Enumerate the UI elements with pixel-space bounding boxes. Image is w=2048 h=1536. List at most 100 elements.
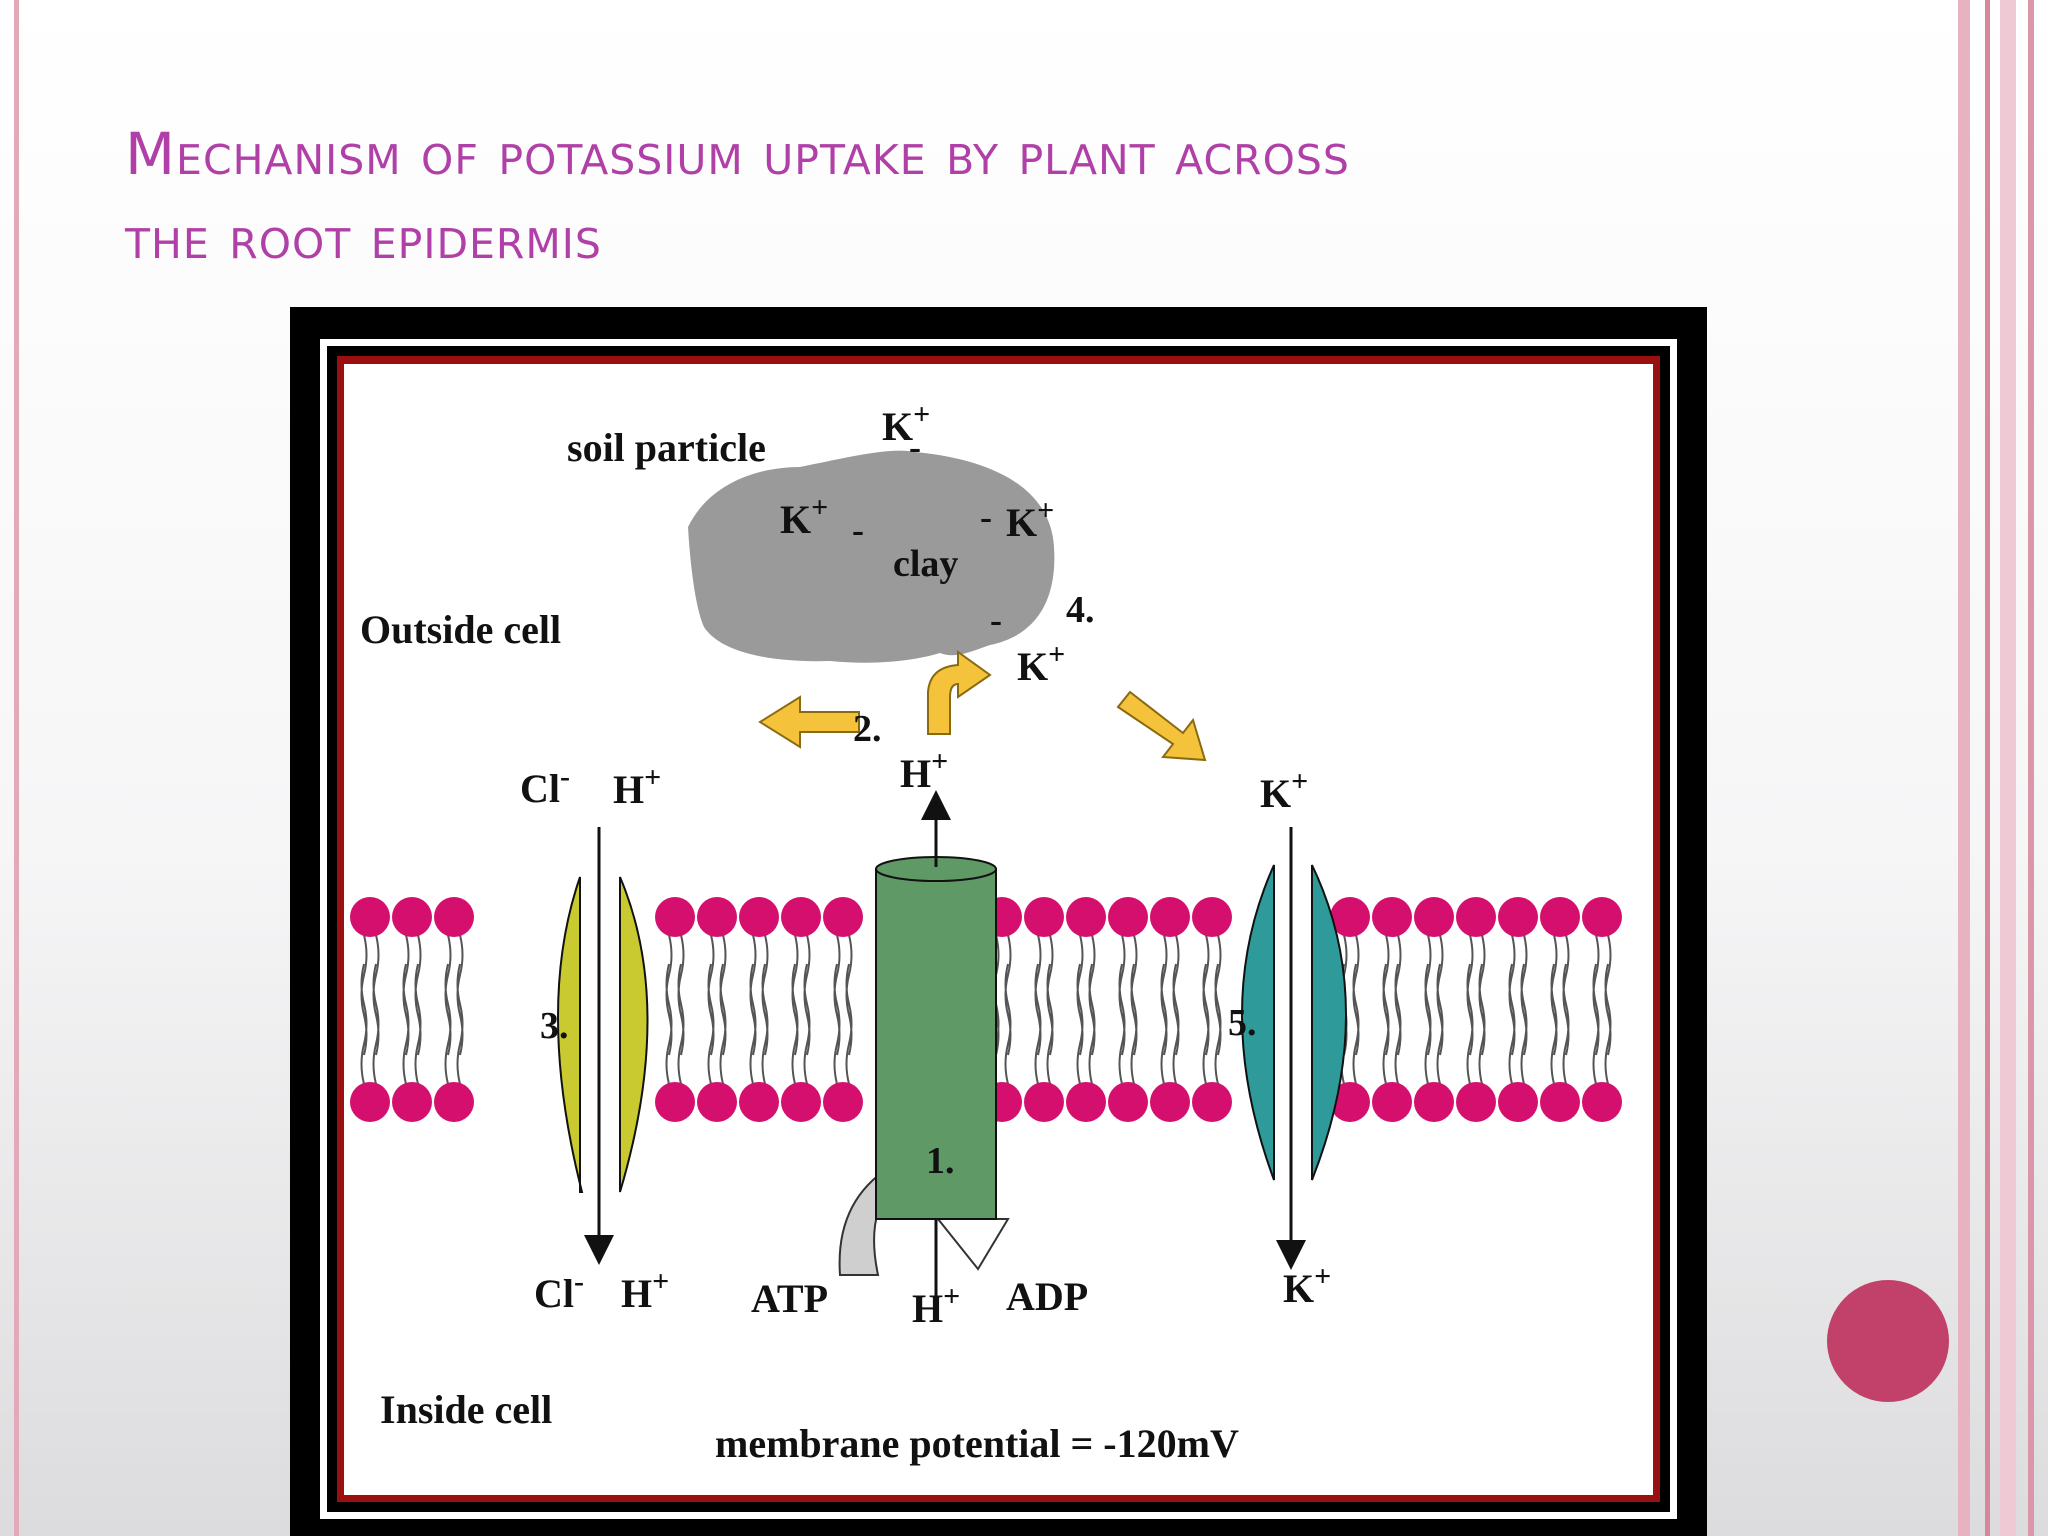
chloride-ion-outside: Cl- bbox=[520, 760, 570, 811]
lipid-head bbox=[1540, 1082, 1580, 1122]
lipid-tail bbox=[707, 934, 715, 1085]
label-step-4: 4. bbox=[1066, 589, 1095, 631]
lipid-tail bbox=[1034, 934, 1042, 1085]
lipid-head bbox=[392, 1082, 432, 1122]
lipid-tail bbox=[1436, 934, 1444, 1085]
lipid-head bbox=[1414, 897, 1454, 937]
lipid-head bbox=[1498, 1082, 1538, 1122]
lipid-tail bbox=[456, 934, 464, 1085]
lipid-head bbox=[1150, 1082, 1190, 1122]
left-decorative-stripe bbox=[14, 0, 19, 1536]
right-decorative-stripe bbox=[1985, 0, 1990, 1536]
lipid-tail bbox=[1382, 934, 1390, 1085]
lipid-tail bbox=[1076, 934, 1084, 1085]
lipid-tail bbox=[444, 934, 452, 1085]
potassium-ion-clay-left: K+ bbox=[780, 491, 828, 542]
lipid-head bbox=[1456, 897, 1496, 937]
lipid-tail bbox=[1202, 934, 1210, 1085]
lipid-head bbox=[350, 1082, 390, 1122]
chloride-channel-left-half bbox=[557, 876, 584, 1193]
lipid-head bbox=[1066, 897, 1106, 937]
lipid-head bbox=[781, 897, 821, 937]
proton-to-chloride-arrow bbox=[758, 695, 860, 749]
lipid-head bbox=[1024, 897, 1064, 937]
potassium-ion-inside: K+ bbox=[1283, 1260, 1331, 1311]
lipid-head bbox=[697, 897, 737, 937]
label-step-2: 2. bbox=[853, 708, 882, 750]
lipid-head bbox=[739, 897, 779, 937]
proton-outside-pump: H+ bbox=[900, 745, 948, 796]
potassium-ion-outside-channel: K+ bbox=[1260, 765, 1308, 816]
lipid-head bbox=[1372, 897, 1412, 937]
label-atp: ATP bbox=[751, 1276, 828, 1321]
lipid-head bbox=[697, 1082, 737, 1122]
lipid-tail bbox=[1088, 934, 1096, 1085]
lipid-head bbox=[1456, 1082, 1496, 1122]
label-soil-particle: soil particle bbox=[567, 425, 766, 470]
label-step-1: 1. bbox=[926, 1140, 955, 1182]
lipid-tail bbox=[1520, 934, 1528, 1085]
lipid-head bbox=[434, 1082, 474, 1122]
lipid-head bbox=[1372, 1082, 1412, 1122]
lipid-head bbox=[1192, 1082, 1232, 1122]
lipid-head bbox=[1150, 897, 1190, 937]
lipid-tail bbox=[665, 934, 673, 1085]
lipid-head bbox=[1414, 1082, 1454, 1122]
lipid-head bbox=[1192, 897, 1232, 937]
lipid-head bbox=[655, 897, 695, 937]
lipid-tail bbox=[1394, 934, 1402, 1085]
label-adp: ADP bbox=[1006, 1274, 1088, 1319]
lipid-tail bbox=[803, 934, 811, 1085]
lipid-head bbox=[1108, 897, 1148, 937]
lipid-tail bbox=[372, 934, 380, 1085]
proton-to-clay-arrow bbox=[927, 650, 992, 735]
potassium-release-arrow bbox=[1116, 690, 1207, 762]
proton-pump-body bbox=[875, 868, 997, 1220]
lipid-head bbox=[1498, 897, 1538, 937]
lipid-tail bbox=[1466, 934, 1474, 1085]
lipid-head bbox=[823, 1082, 863, 1122]
lipid-tail bbox=[1046, 934, 1054, 1085]
potassium-channel-right-half bbox=[1311, 864, 1347, 1181]
lipid-head bbox=[1540, 897, 1580, 937]
lipid-tail bbox=[1508, 934, 1516, 1085]
label-step-5: 5. bbox=[1228, 1002, 1257, 1044]
lipid-tail bbox=[360, 934, 368, 1085]
lipid-tail bbox=[719, 934, 727, 1085]
lipid-head bbox=[1108, 1082, 1148, 1122]
lipid-tail bbox=[1604, 934, 1612, 1085]
clay-negative-charge: - bbox=[980, 497, 992, 537]
proton-outside-left: H+ bbox=[613, 761, 661, 812]
potassium-ion-clay-top: K+ bbox=[882, 398, 930, 449]
lipid-tail bbox=[1130, 934, 1138, 1085]
clay-negative-charge: - bbox=[852, 510, 864, 550]
clay-negative-charge: - bbox=[990, 600, 1002, 640]
label-inside-cell: Inside cell bbox=[380, 1387, 552, 1432]
lipid-tail bbox=[791, 934, 799, 1085]
label-outside-cell: Outside cell bbox=[360, 607, 561, 652]
lipid-tail bbox=[1160, 934, 1168, 1085]
lipid-head bbox=[1066, 1082, 1106, 1122]
lipid-head bbox=[392, 897, 432, 937]
clay-negative-charge: - bbox=[909, 427, 921, 467]
potassium-ion-released: K+ bbox=[1017, 638, 1065, 689]
lipid-head bbox=[1024, 1082, 1064, 1122]
slide-title-line-1: Mechanism of potassium uptake by plant a… bbox=[125, 120, 1350, 188]
label-clay: clay bbox=[893, 543, 958, 585]
lipid-tail bbox=[761, 934, 769, 1085]
lipid-head bbox=[655, 1082, 695, 1122]
slide-title-line-2: the root epidermis bbox=[125, 204, 602, 272]
proton-inside-left: H+ bbox=[621, 1265, 669, 1316]
lipid-tail bbox=[1550, 934, 1558, 1085]
chloride-ion-inside: Cl- bbox=[534, 1265, 584, 1316]
right-decorative-stripe bbox=[1958, 0, 1970, 1536]
label-step-3: 3. bbox=[540, 1005, 569, 1047]
membrane-diagram: soil particle clay Outside cell Inside c… bbox=[290, 307, 1707, 1536]
proton-inside-pump: H+ bbox=[912, 1280, 960, 1331]
slide-title: Mechanism of potassium uptake by plant a… bbox=[125, 112, 1765, 280]
lipid-tail bbox=[749, 934, 757, 1085]
lipid-head bbox=[1582, 897, 1622, 937]
membrane-diagram-svg: soil particle clay Outside cell Inside c… bbox=[290, 307, 1707, 1536]
lipid-head bbox=[823, 897, 863, 937]
label-membrane-potential: membrane potential = -120mV bbox=[715, 1421, 1239, 1466]
